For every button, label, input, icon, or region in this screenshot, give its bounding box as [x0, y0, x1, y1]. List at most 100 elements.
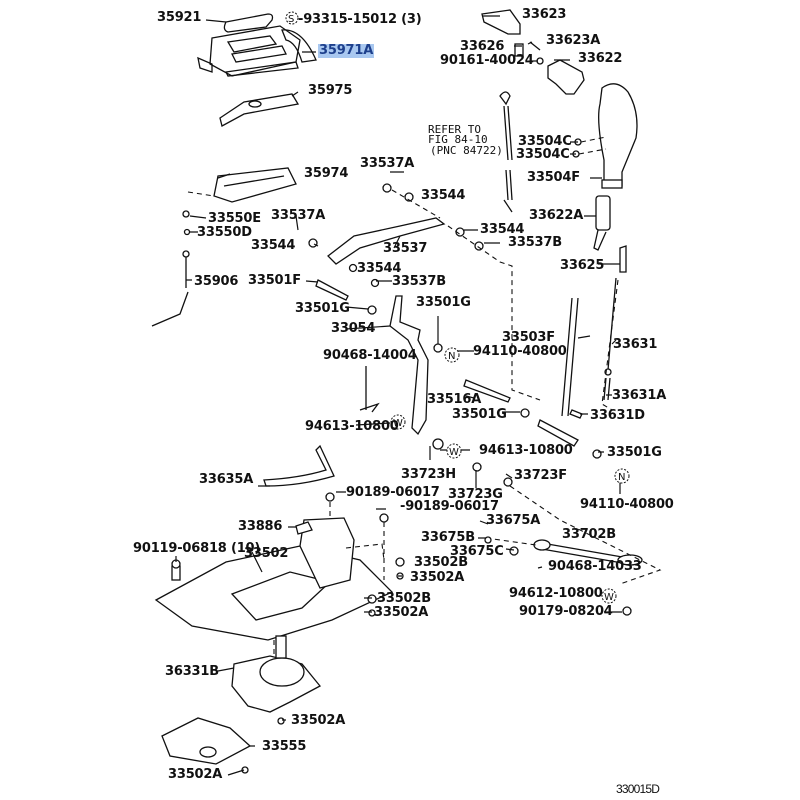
part-35974-bracket[interactable]: [213, 167, 297, 203]
part-label[interactable]: 94612-10800: [509, 586, 603, 601]
part-35906-harness[interactable]: [151, 250, 190, 327]
part-label[interactable]: 33501F: [248, 273, 301, 288]
part-label[interactable]: 33537: [383, 241, 428, 256]
part-label[interactable]: 90179-08204: [519, 604, 613, 619]
part-label[interactable]: 33544: [480, 222, 525, 237]
part-label[interactable]: 33626: [460, 39, 505, 54]
part-35971a-indicator-housing[interactable]: [197, 25, 317, 77]
part-label[interactable]: -93315-15012 (3): [298, 12, 422, 27]
part-label[interactable]: 33631: [613, 337, 658, 352]
part-33502-base-plate[interactable]: [154, 517, 394, 641]
part-label[interactable]: 33625: [560, 258, 605, 273]
part-label[interactable]: 33501G: [295, 301, 350, 316]
part-label[interactable]: 33723H: [401, 467, 456, 482]
part-label[interactable]: 33502B: [414, 555, 468, 570]
part-label[interactable]: 33502A: [291, 713, 346, 728]
part-label[interactable]: 33516A: [427, 392, 482, 407]
part-label[interactable]: 33537B: [508, 235, 562, 250]
part-33537-lever[interactable]: [327, 217, 446, 265]
part-label[interactable]: 33723F: [514, 468, 567, 483]
part-label[interactable]: 33550E: [208, 211, 261, 226]
part-33504f-shift-knob[interactable]: [598, 83, 638, 189]
part-label[interactable]: 35974: [304, 166, 349, 181]
part-label[interactable]: 33537B: [392, 274, 446, 289]
part-label[interactable]: 33675C: [450, 544, 504, 559]
part-33516a-pin[interactable]: [463, 379, 511, 403]
part-cable-84722[interactable]: [499, 91, 513, 213]
part-33886[interactable]: [295, 521, 313, 535]
part-label[interactable]: 94110-40800: [580, 497, 674, 512]
part-label[interactable]: 33501G: [452, 407, 507, 422]
part-label[interactable]: 90161-40024: [440, 53, 534, 68]
part-35921-cap[interactable]: [223, 13, 274, 33]
reference-note-line2: FIG 84-10: [428, 133, 488, 146]
part-label[interactable]: 33702B: [562, 527, 616, 542]
part-label[interactable]: 33622A: [529, 208, 584, 223]
part-90119-bolt[interactable]: [171, 559, 181, 581]
part-label[interactable]: 35921: [157, 10, 202, 25]
part-label[interactable]: 36331B: [165, 664, 219, 679]
part-33626[interactable]: [514, 43, 524, 57]
part-label[interactable]: 33502B: [377, 591, 431, 606]
part-33555-plate[interactable]: [161, 717, 252, 765]
part-label[interactable]: 90189-06017: [346, 485, 440, 500]
part-label[interactable]: 33555: [262, 739, 307, 754]
part-label[interactable]: 90119-06818 (10): [133, 541, 261, 556]
symbol-w-2: W: [446, 443, 462, 459]
part-label[interactable]: 33501G: [607, 445, 662, 460]
part-33501f-pin[interactable]: [315, 279, 349, 301]
part-label[interactable]: 33631A: [612, 388, 667, 403]
part-label[interactable]: 33537A: [271, 208, 326, 223]
part-label[interactable]: 94613-10800: [479, 443, 573, 458]
part-label[interactable]: 33550D: [197, 225, 252, 240]
symbol-n-1: N: [444, 347, 460, 363]
part-33622a[interactable]: [593, 195, 611, 251]
part-label[interactable]: 33504C: [516, 147, 570, 162]
part-label[interactable]: 33502A: [168, 767, 223, 782]
part-label[interactable]: 33537A: [360, 156, 415, 171]
part-label[interactable]: 33502A: [410, 570, 465, 585]
part-label[interactable]: 33631D: [590, 408, 645, 423]
part-33054-lever[interactable]: [389, 295, 429, 436]
part-label[interactable]: 35906: [194, 274, 239, 289]
part-label[interactable]: 33502A: [374, 605, 429, 620]
part-label[interactable]: 94613-10800: [305, 419, 399, 434]
part-label[interactable]: 33623A: [546, 33, 601, 48]
part-33503f-shift-rod[interactable]: [537, 297, 579, 447]
part-label[interactable]: 33544: [357, 261, 402, 276]
part-36331b-boot[interactable]: [231, 635, 322, 713]
part-33501g[interactable]: [367, 305, 377, 315]
part-35975-plate[interactable]: [219, 93, 300, 127]
figure-code: 330015D: [616, 782, 660, 796]
part-label[interactable]: -90189-06017: [400, 499, 499, 514]
part-label[interactable]: 33504C: [518, 134, 572, 149]
part-33625[interactable]: [619, 245, 627, 273]
reference-note-line1: REFER TO: [428, 123, 481, 136]
part-label[interactable]: 33675A: [486, 513, 541, 528]
part-label[interactable]: 33544: [251, 238, 296, 253]
part-label[interactable]: 33504F: [527, 170, 580, 185]
part-label[interactable]: 33544: [421, 188, 466, 203]
part-33623a-spring[interactable]: [529, 41, 541, 51]
part-label[interactable]: 33503F: [502, 330, 555, 345]
part-33702b-cable[interactable]: [533, 539, 643, 566]
part-label[interactable]: 33675B: [421, 530, 475, 545]
part-label[interactable]: 33623: [522, 7, 567, 22]
part-label[interactable]: 33723G: [448, 487, 503, 502]
part-33623[interactable]: [481, 9, 521, 35]
part-label[interactable]: 90468-14004: [323, 348, 417, 363]
reference-note-line3: (PNC 84722): [430, 144, 503, 157]
part-33622[interactable]: [547, 59, 585, 95]
part-label[interactable]: 33886: [238, 519, 283, 534]
part-label[interactable]: 35975: [308, 83, 353, 98]
part-label-highlighted[interactable]: 35971A: [318, 43, 375, 58]
part-label[interactable]: 33635A: [199, 472, 254, 487]
part-33635a-cover[interactable]: [263, 444, 335, 487]
part-label[interactable]: 33501G: [416, 295, 471, 310]
part-label[interactable]: 33622: [578, 51, 623, 66]
part-label[interactable]: 90468-14033: [548, 559, 642, 574]
part-label[interactable]: 33502: [244, 546, 289, 561]
part-label[interactable]: 33054: [331, 321, 376, 336]
part-label[interactable]: 94110-40800: [473, 344, 567, 359]
